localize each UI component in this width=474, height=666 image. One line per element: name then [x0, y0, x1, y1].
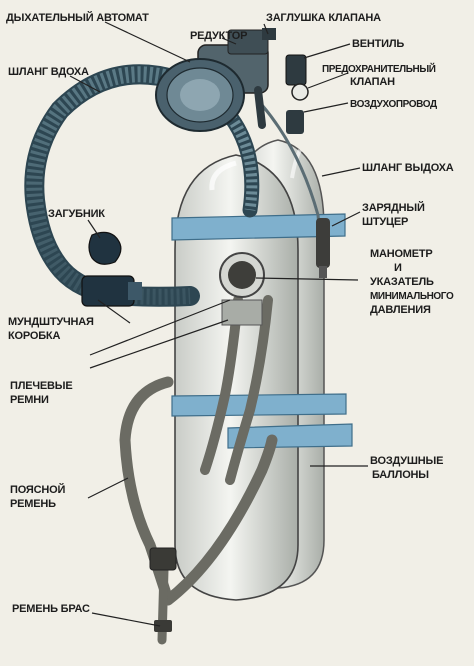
label-breathing-machine: ДЫХАТЕЛЬНЫЙ АВТОМАТ — [6, 12, 149, 25]
valve-plug — [262, 28, 276, 40]
label-waist-belt-1: ПОЯСНОЙ — [10, 484, 65, 497]
label-mouthpiece: ЗАГУБНИК — [48, 208, 105, 221]
label-waist-belt-2: РЕМЕНЬ — [10, 498, 56, 511]
harness-buckle — [150, 548, 176, 570]
mouthpiece-assembly — [82, 232, 142, 306]
label-safety-valve-1: ПРЕДОХРАНИТЕЛЬНЫЙ — [322, 63, 436, 76]
label-safety-valve-2: КЛАПАН — [350, 76, 395, 89]
mouthpiece-box — [82, 276, 134, 306]
label-charging-fitting-2: ШТУЦЕР — [362, 216, 408, 229]
label-air-duct: ВОЗДУХОПРОВОД — [350, 98, 437, 111]
label-valve-plug: ЗАГЛУШКА КЛАПАНА — [266, 12, 381, 25]
label-air-cylinders-2: БАЛЛОНЫ — [372, 469, 429, 482]
valve — [286, 55, 306, 85]
crotch-buckle — [154, 620, 172, 632]
lower-band — [172, 394, 346, 416]
label-mouthpiece-box-2: КОРОБКА — [8, 330, 60, 343]
breathing-regulator — [156, 28, 308, 134]
label-manometer-1: МАНОМЕТР — [370, 248, 433, 261]
label-shoulder-straps-1: ПЛЕЧЕВЫЕ — [10, 380, 72, 393]
manometer — [220, 253, 264, 325]
label-crotch-strap: РЕМЕНЬ БРАС — [12, 603, 90, 616]
label-manometer-3: УКАЗАТЕЛЬ — [370, 276, 434, 289]
label-charging-fitting-1: ЗАРЯДНЫЙ — [362, 202, 425, 215]
label-manometer-5: ДАВЛЕНИЯ — [370, 304, 431, 317]
safety-valve — [292, 84, 308, 100]
mouthpiece — [89, 232, 121, 264]
label-manometer-4: МИНИМАЛЬНОГО — [370, 290, 453, 303]
label-valve: ВЕНТИЛЬ — [352, 38, 404, 51]
label-manometer-2: И — [394, 262, 402, 275]
air-duct — [286, 110, 304, 134]
label-reducer: РЕДУКТОР — [190, 30, 247, 43]
label-exhale-hose: ШЛАНГ ВЫДОХА — [362, 162, 454, 175]
label-air-cylinders-1: ВОЗДУШНЫЕ — [370, 455, 443, 468]
label-mouthpiece-box-1: МУНДШТУЧНАЯ — [8, 316, 94, 329]
label-inhale-hose: ШЛАНГ ВДОХА — [8, 66, 89, 79]
label-shoulder-straps-2: РЕМНИ — [10, 394, 49, 407]
